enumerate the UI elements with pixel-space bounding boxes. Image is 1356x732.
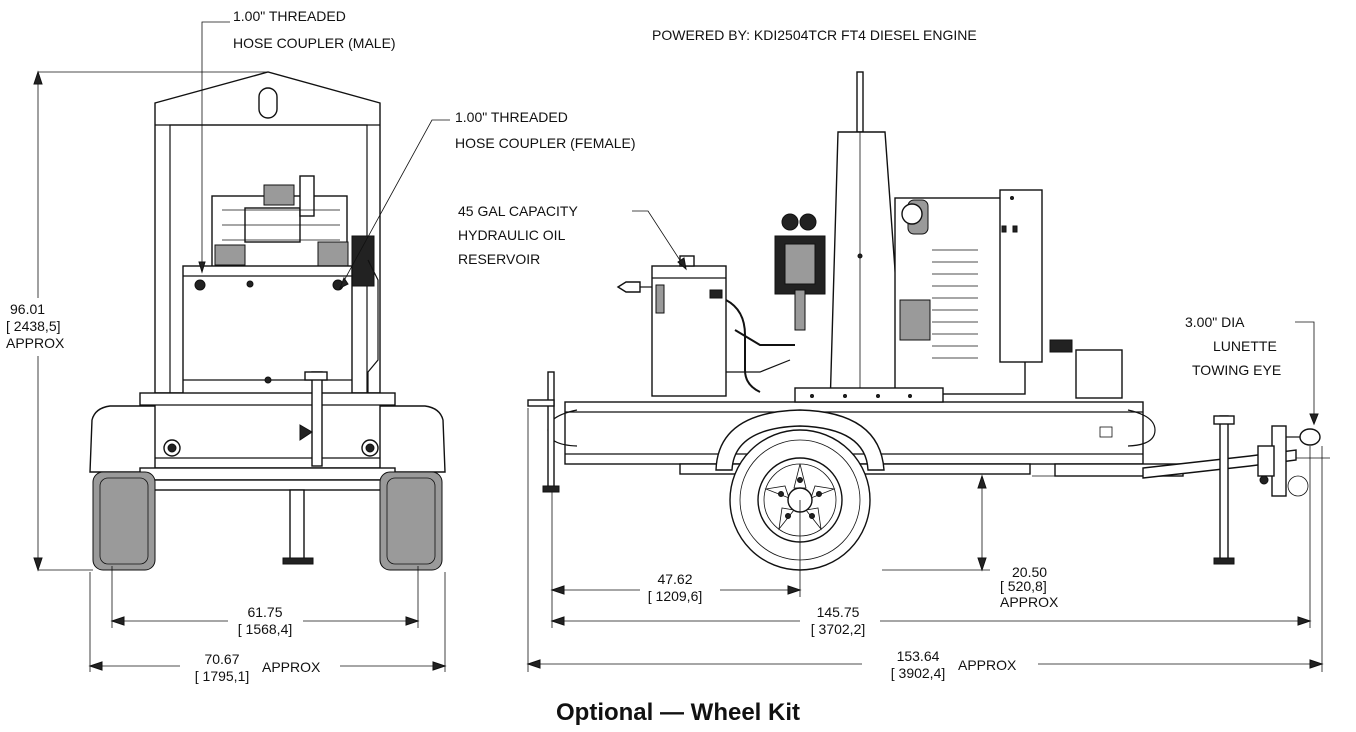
powered-by-label: POWERED BY: KDI2504TCR FT4 DIESEL ENGINE bbox=[652, 27, 977, 43]
track-dimension: 61.75 [ 1568,4] bbox=[110, 566, 420, 640]
lunette-eye bbox=[1299, 428, 1321, 446]
track-dim-value: 61.75 bbox=[247, 604, 282, 620]
overall-dim-value: 153.64 bbox=[897, 648, 940, 664]
overall-dim-metric: [ 3902,4] bbox=[891, 665, 946, 681]
length-dim-metric: [ 3702,2] bbox=[811, 621, 866, 637]
height-dim-metric: [ 2438,5] bbox=[6, 318, 61, 334]
height-dim-approx: APPROX bbox=[6, 335, 65, 351]
side-lift-mast bbox=[829, 71, 906, 409]
callout-lunette-line2: LUNETTE bbox=[1213, 338, 1277, 354]
ground-clearance-dimension: 20.50 [ 520,8] APPROX bbox=[882, 474, 1075, 610]
callout-reservoir-line1: 45 GAL CAPACITY bbox=[458, 203, 578, 219]
front-tire-left bbox=[92, 471, 156, 571]
track-dim-metric: [ 1568,4] bbox=[238, 621, 293, 637]
callout-male-coupler: 1.00" THREADED HOSE COUPLER (MALE) bbox=[198, 8, 396, 274]
height-dim-value: 96.01 bbox=[10, 301, 45, 317]
callout-male-line1: 1.00" THREADED bbox=[233, 8, 346, 24]
lifting-eye-slot bbox=[258, 87, 278, 119]
front-trailer-frame bbox=[89, 392, 446, 491]
radiator-fins bbox=[932, 249, 978, 359]
axle-dimension: 47.62 [ 1209,6] bbox=[550, 500, 802, 606]
side-reservoir bbox=[616, 255, 727, 397]
ground-dim-metric: [ 520,8] bbox=[1000, 578, 1047, 594]
ground-dim-approx: APPROX bbox=[1000, 594, 1059, 610]
overall-length-dimension: 153.64 [ 3902,4] APPROX bbox=[526, 408, 1324, 684]
ground-dim-value: 20.50 bbox=[1012, 564, 1047, 580]
axle-dim-value: 47.62 bbox=[657, 571, 692, 587]
axle-dim-metric: [ 1209,6] bbox=[648, 588, 703, 604]
width-dim-approx: APPROX bbox=[262, 659, 321, 675]
callout-female-line2: HOSE COUPLER (FEMALE) bbox=[455, 135, 635, 151]
callout-female-coupler: 1.00" THREADED HOSE COUPLER (FEMALE) bbox=[339, 109, 635, 290]
side-rear-jack bbox=[527, 371, 560, 493]
callout-lunette-line1: 3.00" DIA bbox=[1185, 314, 1245, 330]
length-dim-value: 145.75 bbox=[817, 604, 860, 620]
callout-male-line2: HOSE COUPLER (MALE) bbox=[233, 35, 396, 51]
front-jack bbox=[282, 371, 328, 565]
width-dim-value: 70.67 bbox=[204, 651, 239, 667]
front-engine bbox=[211, 175, 375, 287]
width-dim-metric: [ 1795,1] bbox=[195, 668, 250, 684]
callout-lunette: 3.00" DIA LUNETTE TOWING EYE bbox=[1185, 314, 1319, 426]
side-control-box bbox=[774, 213, 826, 331]
length-dimension: 145.75 [ 3702,2] bbox=[550, 446, 1312, 640]
callout-female-line1: 1.00" THREADED bbox=[455, 109, 568, 125]
overall-dim-approx: APPROX bbox=[958, 657, 1017, 673]
side-tongue bbox=[1142, 415, 1330, 565]
side-engine bbox=[894, 189, 1123, 399]
callout-reservoir-line2: HYDRAULIC OIL bbox=[458, 227, 566, 243]
figure-caption: Optional — Wheel Kit bbox=[556, 699, 800, 726]
callout-reservoir-line3: RESERVOIR bbox=[458, 251, 540, 267]
front-view bbox=[89, 71, 446, 571]
callout-reservoir: 45 GAL CAPACITY HYDRAULIC OIL RESERVOIR bbox=[458, 203, 687, 271]
side-fender bbox=[715, 409, 885, 471]
callout-lunette-line3: TOWING EYE bbox=[1192, 362, 1281, 378]
front-tire-right bbox=[379, 471, 443, 571]
width-dimension: 70.67 [ 1795,1] APPROX bbox=[88, 572, 447, 686]
height-dimension: 96.01 [ 2438,5] APPROX bbox=[6, 70, 268, 572]
